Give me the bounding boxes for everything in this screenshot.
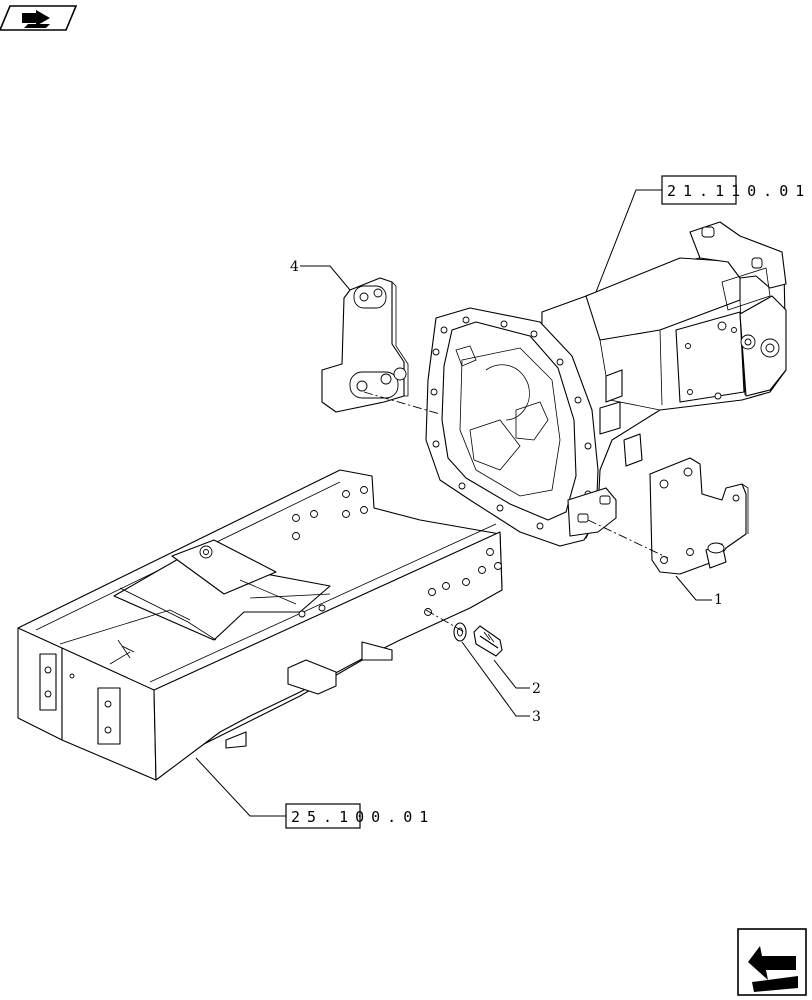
- next-page-arrow-icon[interactable]: [737, 928, 807, 996]
- part-3-leader: [461, 641, 530, 717]
- bolt-part-2: [473, 625, 503, 657]
- mounting-plate-part-4: [321, 277, 409, 413]
- transmission-ref-label[interactable]: 21.110.01: [667, 182, 811, 200]
- part-1-centerline: [587, 519, 669, 559]
- frame-ref-box: [285, 803, 361, 829]
- washer-part-3: [453, 622, 467, 642]
- transmission-ref-box: [661, 175, 737, 205]
- callout-part-2: 2: [532, 681, 541, 697]
- callout-part-1: 1: [714, 592, 723, 608]
- frame-ref-label[interactable]: 25.100.01: [291, 808, 435, 826]
- part-4-leader: [300, 265, 351, 291]
- bolt-centerline: [425, 609, 465, 633]
- nav-back-icon[interactable]: [0, 5, 78, 31]
- part-1-leader: [675, 575, 712, 601]
- part-4-centerline: [363, 391, 441, 415]
- mounting-plate-part-1: [649, 457, 749, 575]
- frame-leader: [195, 757, 286, 817]
- callout-part-3: 3: [532, 709, 541, 725]
- part-2-leader: [493, 659, 530, 689]
- front-frame: [17, 469, 503, 781]
- transmission-leader: [595, 189, 662, 293]
- callout-part-4: 4: [290, 259, 299, 275]
- transmission-housing: [425, 221, 787, 547]
